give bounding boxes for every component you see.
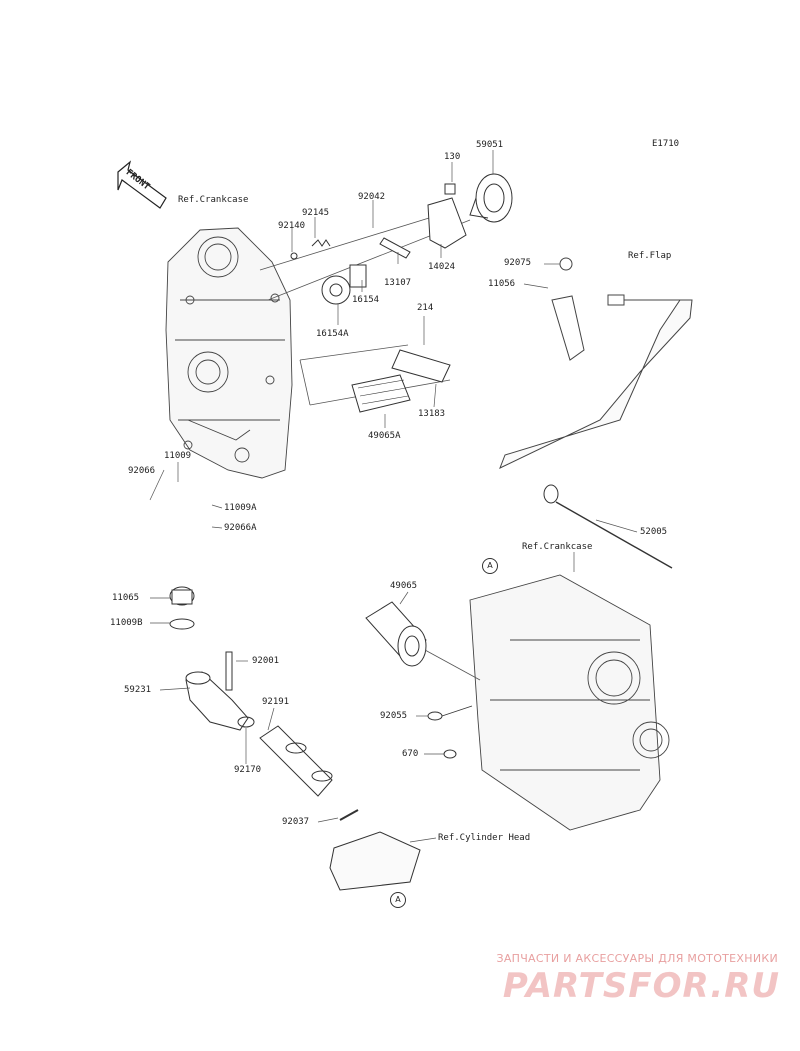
ref-crankcase-top: Ref.Crankcase [178, 195, 249, 205]
front-arrow-icon [117, 160, 167, 209]
oil-cap-11065-drawing [169, 586, 195, 606]
clamp-92170-drawing [237, 716, 255, 728]
crankcase-upper-drawing [165, 227, 293, 479]
ref-crankcase-mid: Ref.Crankcase [522, 542, 593, 552]
bolt-130-drawing [444, 183, 456, 195]
part-label-11009[interactable]: 11009 [164, 451, 192, 461]
part-label-59051[interactable]: 59051 [476, 140, 504, 150]
part-label-92042[interactable]: 92042 [358, 192, 386, 202]
crankcase-lower-drawing [469, 574, 670, 831]
part-label-92055[interactable]: 92055 [380, 711, 408, 721]
part-label-214[interactable]: 214 [417, 303, 434, 313]
flap-linkage-drawing [499, 257, 693, 469]
cover-14024-drawing [427, 197, 467, 249]
part-label-92066a[interactable]: 92066A [224, 523, 257, 533]
pin-92037-drawing [339, 809, 359, 821]
part-label-92140[interactable]: 92140 [278, 221, 306, 231]
callout-a-lower: A [390, 892, 406, 908]
rotor-16154-drawing [349, 264, 367, 288]
watermark-logo: PARTSFOR.RU [502, 966, 780, 1006]
part-label-14024[interactable]: 14024 [428, 262, 456, 272]
strainer-49065a-drawing [351, 374, 411, 413]
part-label-670[interactable]: 670 [402, 749, 419, 759]
part-label-13183[interactable]: 13183 [418, 409, 446, 419]
part-label-59231[interactable]: 59231 [124, 685, 152, 695]
plate-13183-drawing [391, 349, 451, 383]
oring-92055-drawing [427, 705, 473, 721]
part-label-16154[interactable]: 16154 [352, 295, 380, 305]
rotor-16154a-drawing [321, 275, 351, 305]
spring-92145-drawing [311, 239, 331, 247]
oring-11009b-drawing [169, 618, 195, 630]
cylinder-head-part-drawing [329, 831, 421, 891]
leader-lines [149, 150, 638, 843]
part-label-11009b[interactable]: 11009B [110, 618, 143, 628]
part-label-92066[interactable]: 92066 [128, 466, 156, 476]
oring-670-drawing [443, 749, 457, 759]
diagram-code: E1710 [652, 139, 680, 149]
part-label-11065[interactable]: 11065 [112, 593, 140, 603]
part-label-49065a[interactable]: 49065A [368, 431, 401, 441]
filler-59231-drawing [185, 671, 249, 731]
oil-filter-49065-drawing [365, 601, 427, 667]
part-label-11009a[interactable]: 11009A [224, 503, 257, 513]
part-label-92191[interactable]: 92191 [262, 697, 290, 707]
part-label-92170[interactable]: 92170 [234, 765, 262, 775]
part-label-11056[interactable]: 11056 [488, 279, 516, 289]
filter-line [424, 649, 481, 681]
bolt-92001-drawing [225, 651, 233, 691]
watermark-caption: ЗАПЧАСТИ И АКСЕССУАРЫ ДЛЯ МОТОТЕХНИКИ [496, 952, 778, 965]
shaft-13107-drawing [379, 237, 411, 259]
ref-flap: Ref.Flap [628, 251, 672, 261]
part-label-92075[interactable]: 92075 [504, 258, 532, 268]
ball-92140-drawing [290, 252, 298, 260]
callout-a-upper: A [482, 558, 498, 574]
gear-59051-drawing [469, 173, 513, 223]
part-label-49065[interactable]: 49065 [390, 581, 418, 591]
part-label-52005[interactable]: 52005 [640, 527, 668, 537]
dipstick-52005-drawing [543, 484, 673, 569]
part-label-16154a[interactable]: 16154A [316, 329, 349, 339]
part-label-92145[interactable]: 92145 [302, 208, 330, 218]
part-label-92037[interactable]: 92037 [282, 817, 310, 827]
ref-cylinder-head: Ref.Cylinder Head [438, 833, 531, 843]
hose-92191-drawing [259, 725, 333, 797]
part-label-130[interactable]: 130 [444, 152, 461, 162]
part-label-13107[interactable]: 13107 [384, 278, 412, 288]
part-label-92001[interactable]: 92001 [252, 656, 280, 666]
